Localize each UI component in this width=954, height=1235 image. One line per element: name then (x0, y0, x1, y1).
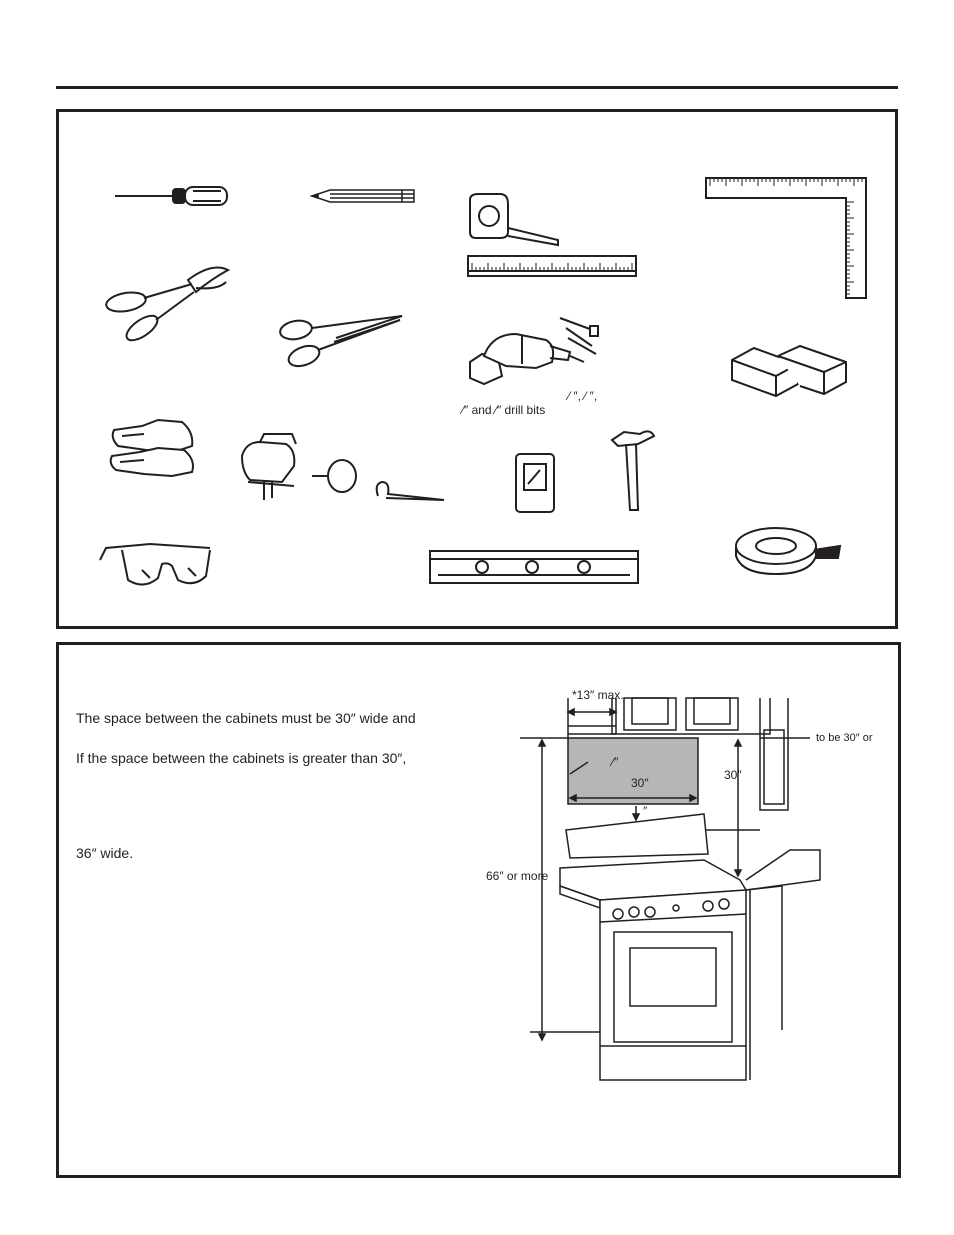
installation-diagram (520, 690, 900, 1090)
tape-measure-icon (466, 192, 562, 248)
panel-fraction-label: ⁄″ (612, 755, 619, 769)
panel-width-label: 30″ (631, 776, 649, 790)
top-rule (56, 86, 898, 89)
tools-box (56, 109, 898, 629)
tape-roll-icon (732, 524, 844, 578)
carpenter-square-icon (704, 176, 868, 300)
ruler-icon (466, 254, 638, 278)
drill-sizes-label: ⁄ ″, ⁄ ″, (568, 389, 598, 403)
pencil-icon (310, 188, 418, 204)
drill-icon (462, 312, 612, 388)
space-requirements-box (56, 642, 901, 1178)
scissors-icon (276, 312, 406, 372)
gap-label: ″ (643, 804, 648, 818)
space-paragraph-2: If the space between the cabinets is gre… (76, 750, 407, 766)
safety-glasses-icon (98, 540, 214, 592)
space-paragraph-1: The space between the cabinets must be 3… (76, 710, 416, 726)
height-30-label: 30″ (724, 768, 742, 782)
mounting-bracket-icon (428, 549, 640, 585)
tin-snips-icon (100, 262, 232, 346)
drill-bits-label: ⁄″ and ⁄″ drill bits (462, 403, 546, 417)
gloves-icon (108, 416, 200, 478)
side-note-label: to be 30″ or (816, 732, 873, 744)
screwdriver-icon (113, 185, 231, 207)
hammer-icon (610, 426, 656, 514)
max-depth-label: *13″ max. (572, 688, 624, 702)
jigsaw-icon (238, 430, 450, 510)
foam-blocks-icon (728, 342, 852, 406)
space-paragraph-3: 36″ wide. (76, 845, 134, 861)
height-66-label: 66″ or more (486, 869, 549, 883)
stud-finder-icon (514, 452, 556, 514)
